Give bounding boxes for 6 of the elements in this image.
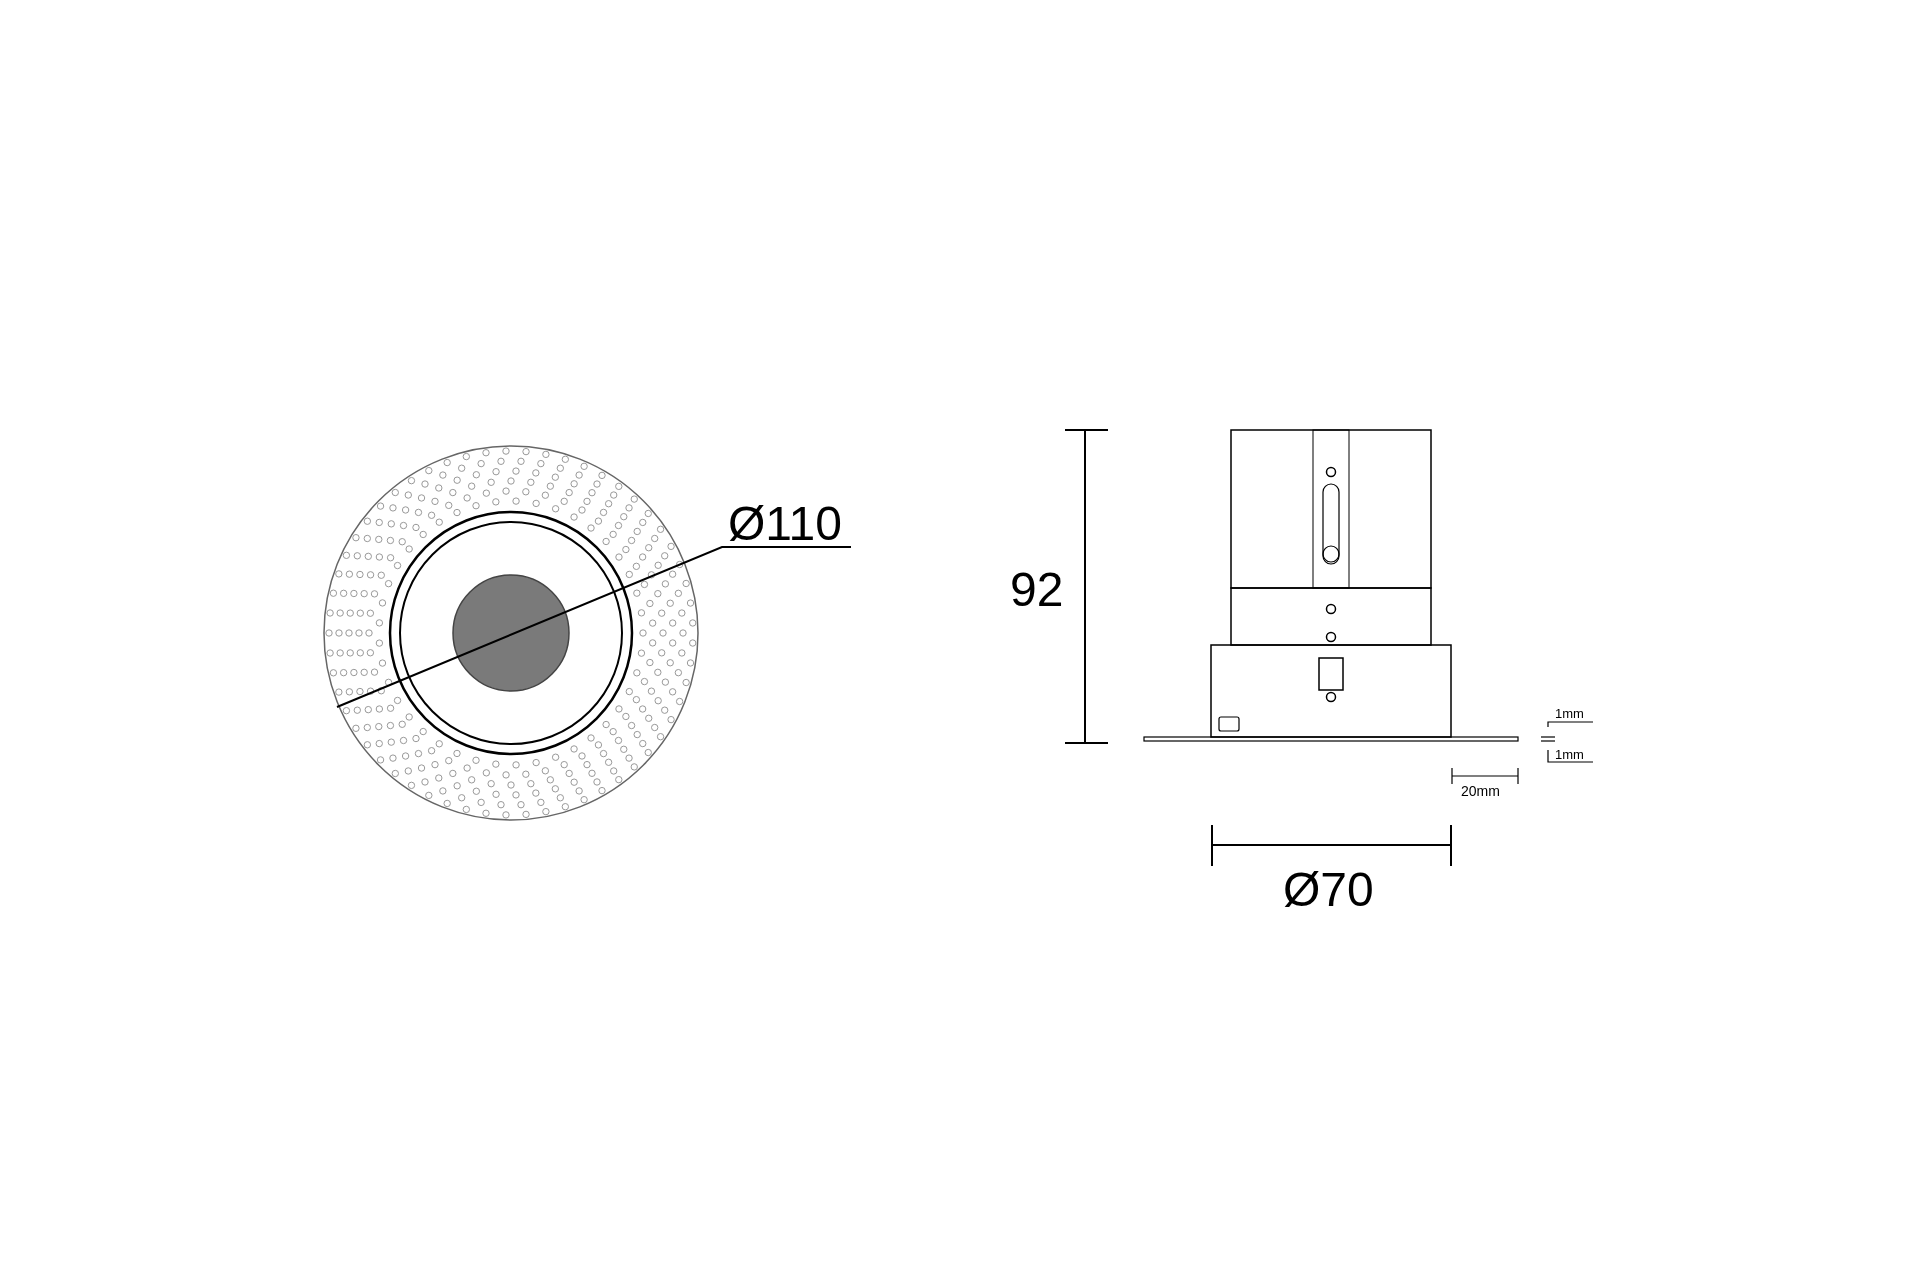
dimension-label: Ø70: [1283, 866, 1374, 914]
dimension-label: 1mm: [1555, 748, 1584, 761]
dimension-label: Ø110: [728, 500, 842, 548]
dimension-label: 92: [1010, 566, 1064, 614]
dimension-label: 1mm: [1555, 707, 1584, 720]
dimension-label: 20mm: [1461, 784, 1500, 798]
